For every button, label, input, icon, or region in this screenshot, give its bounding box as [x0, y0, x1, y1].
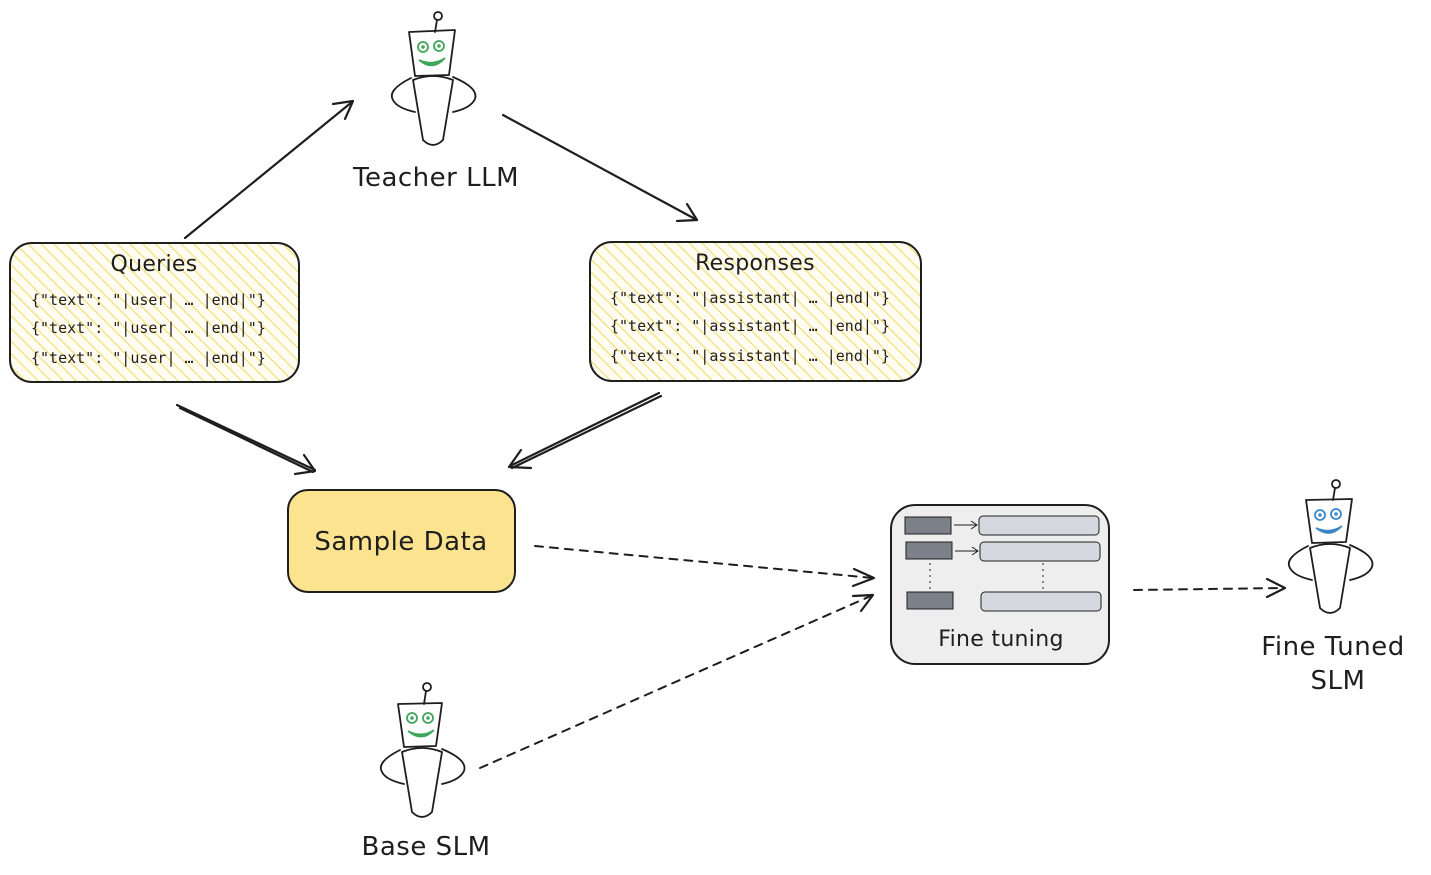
responses-title: Responses: [695, 251, 815, 276]
queries-title: Queries: [110, 252, 197, 277]
arrow-responses-to-sample: [507, 391, 663, 470]
fine-tuning-box: Fine tuning: [890, 504, 1110, 665]
arrow-queries-to-sample: [175, 403, 317, 476]
base-slm-robot-icon: [379, 682, 466, 818]
sample-data-box: Sample Data: [287, 489, 516, 593]
responses-line-3: {"text": "|assistant| … |end|"}: [610, 347, 890, 365]
base-slm-label: Base SLM: [362, 832, 491, 862]
queries-line-2: {"text": "|user| … |end|"}: [31, 319, 266, 337]
fine-tuning-illustration: [904, 515, 1102, 612]
arrow-queries-to-teacher: [183, 99, 355, 240]
arrow-base-to-finetuning: [479, 593, 875, 769]
fine-tuned-slm-robot-icon: [1287, 479, 1374, 614]
responses-line-1: {"text": "|assistant| … |end|"}: [610, 289, 890, 307]
fine-tuned-slm-label-line1: Fine Tuned: [1261, 632, 1404, 662]
sample-data-label: Sample Data: [314, 527, 487, 557]
queries-line-1: {"text": "|user| … |end|"}: [31, 291, 266, 309]
responses-box: Responses {"text": "|assistant| … |end|"…: [589, 241, 922, 382]
fine-tuned-slm-label-line2: SLM: [1311, 666, 1366, 696]
teacher-llm-robot-icon: [390, 11, 477, 146]
arrow-teacher-to-responses: [501, 113, 699, 223]
arrow-sample-to-finetuning: [534, 545, 876, 588]
teacher-llm-label: Teacher LLM: [352, 163, 519, 193]
responses-line-2: {"text": "|assistant| … |end|"}: [610, 317, 890, 335]
arrow-finetuning-to-finetuned: [1133, 577, 1287, 599]
queries-line-3: {"text": "|user| … |end|"}: [31, 349, 266, 367]
queries-box: Queries {"text": "|user| … |end|"} {"tex…: [9, 242, 300, 383]
fine-tuning-label: Fine tuning: [938, 627, 1063, 652]
